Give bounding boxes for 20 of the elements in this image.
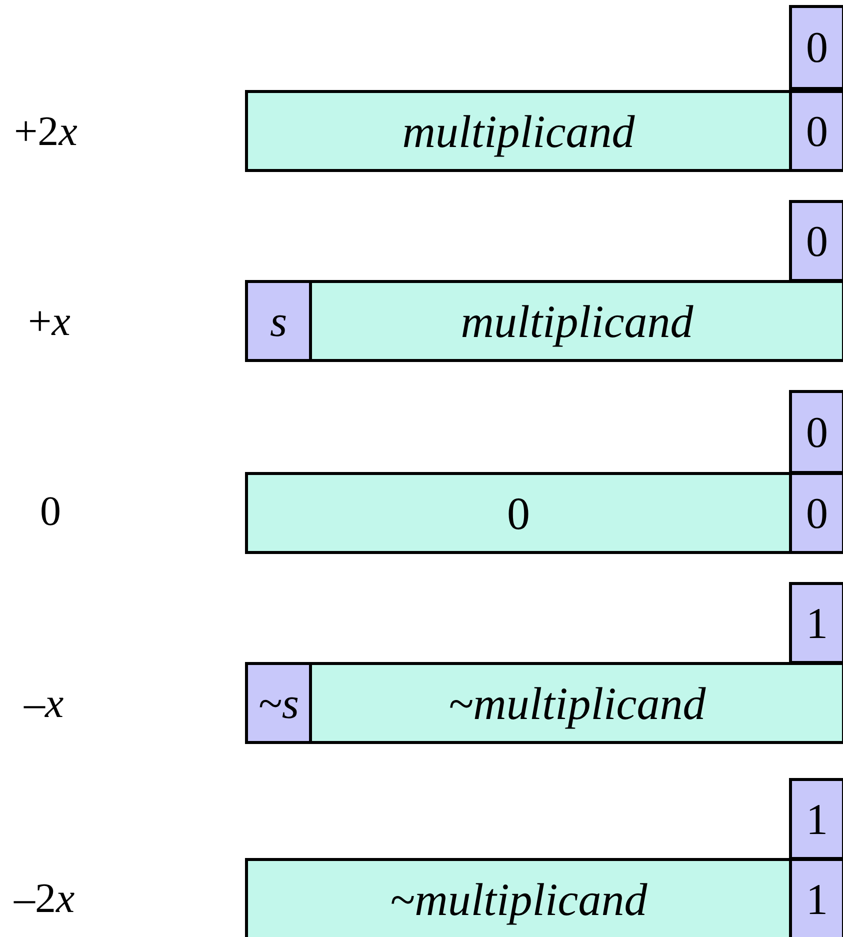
row-label: +x [28, 298, 70, 346]
sign-cell: s [245, 280, 312, 362]
sign-cell: ~s [245, 662, 312, 744]
bit-cell: 1 [789, 778, 843, 860]
row-label: +2x [14, 108, 78, 156]
bit-cell: 0 [789, 390, 843, 474]
bit-cell: 0 [789, 200, 843, 282]
bit-cell: 1 [789, 858, 843, 937]
field-bar: multiplicand [309, 280, 843, 362]
bit-cell: 0 [789, 90, 843, 172]
field-bar: ~multiplicand [309, 662, 843, 744]
row-label: –x [24, 680, 64, 728]
row-label: –2x [14, 875, 75, 923]
row-label: 0 [40, 488, 61, 536]
bit-cell: 0 [789, 472, 843, 554]
field-bar: multiplicand [245, 90, 792, 172]
bit-cell: 0 [789, 5, 843, 90]
field-bar: ~multiplicand [245, 858, 792, 937]
bit-cell: 1 [789, 582, 843, 664]
field-bar: 0 [245, 472, 792, 554]
